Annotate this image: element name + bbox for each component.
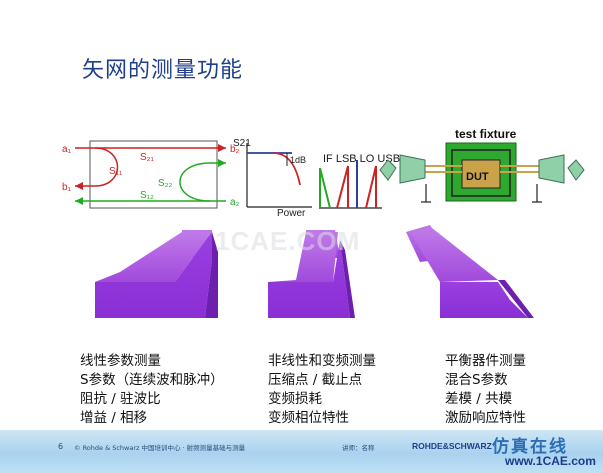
mixer-labels: IF LSB LO USB <box>323 153 400 165</box>
arrow-right <box>406 225 534 318</box>
a1-label: a₁ <box>62 144 72 155</box>
rohde-schwarz-logo: ROHDE&SCHWARZ <box>412 441 492 451</box>
column-line: 混合S参数 <box>445 372 508 388</box>
compression-curve <box>272 152 301 186</box>
column-line: 平衡器件测量 <box>445 353 526 369</box>
s11-label: S₁₁ <box>109 166 123 177</box>
column-line: S参数（连续波和脉冲） <box>80 372 224 388</box>
b2-label: b₂ <box>230 144 240 155</box>
mixer-spectrum: IF LSB LO USB <box>319 153 400 209</box>
diagram-canvas: a₁ b₁ b₂ a₂ S₂₁ S₁₁ S₂₂ S₁₂ S21 1dB Powe… <box>62 127 585 318</box>
fixture-title: test fixture <box>455 127 517 141</box>
compression-y-label: S21 <box>233 138 251 149</box>
test-fixture: test fixture DUT <box>379 127 585 203</box>
s12-label: S₁₂ <box>140 190 154 201</box>
page-number: 6 <box>58 442 64 451</box>
column-nonlinear: 非线性和变频测量 压缩点 / 截止点 变频损耗 变频相位特性 <box>268 352 376 428</box>
arrow-left <box>95 230 218 318</box>
b1-label: b₁ <box>62 182 72 193</box>
arrow-middle <box>268 230 355 318</box>
compression-marker: 1dB <box>290 155 306 165</box>
compression-plot: S21 1dB Power <box>233 138 312 219</box>
column-line: 变频相位特性 <box>268 410 349 426</box>
footer-copyright: © Rohde & Schwarz 中国培训中心 · 射频测量基础与测量 <box>74 444 246 452</box>
column-line: 增益 / 相移 <box>80 410 148 426</box>
column-line: 差模 / 共模 <box>445 391 513 407</box>
dut-label: DUT <box>466 171 489 183</box>
site-watermark-url: www.1CAE.com <box>505 454 596 468</box>
column-linear: 线性参数测量 S参数（连续波和脉冲） 阻抗 / 驻波比 增益 / 相移 <box>80 352 224 428</box>
column-line: 阻抗 / 驻波比 <box>80 391 161 407</box>
s22-label: S₂₂ <box>158 178 173 189</box>
column-line: 压缩点 / 截止点 <box>268 372 363 388</box>
column-line: 激励响应特性 <box>445 410 526 426</box>
s21-label: S₂₁ <box>140 152 155 163</box>
dut-box <box>89 140 218 209</box>
column-line: 线性参数测量 <box>80 353 161 369</box>
column-line: 非线性和变频测量 <box>268 353 376 369</box>
s-parameter-diagram: a₁ b₁ b₂ a₂ S₂₁ S₁₁ S₂₂ S₁₂ <box>62 140 240 209</box>
a2-label: a₂ <box>230 197 240 208</box>
footer-bar <box>0 430 603 473</box>
center-watermark: 1CAE.COM <box>215 226 361 256</box>
slide-title: 矢网的测量功能 <box>82 58 244 83</box>
dut-chip <box>461 159 501 189</box>
footer-presenter: 讲师：名称 <box>342 444 375 452</box>
compression-x-label: Power <box>277 208 306 219</box>
column-balanced: 平衡器件测量 混合S参数 差模 / 共模 激励响应特性 <box>445 352 526 428</box>
s22-curve <box>179 162 211 202</box>
s11-curve <box>94 147 119 187</box>
site-watermark-title: 仿真在线 <box>492 437 568 457</box>
column-line: 变频损耗 <box>268 391 322 407</box>
